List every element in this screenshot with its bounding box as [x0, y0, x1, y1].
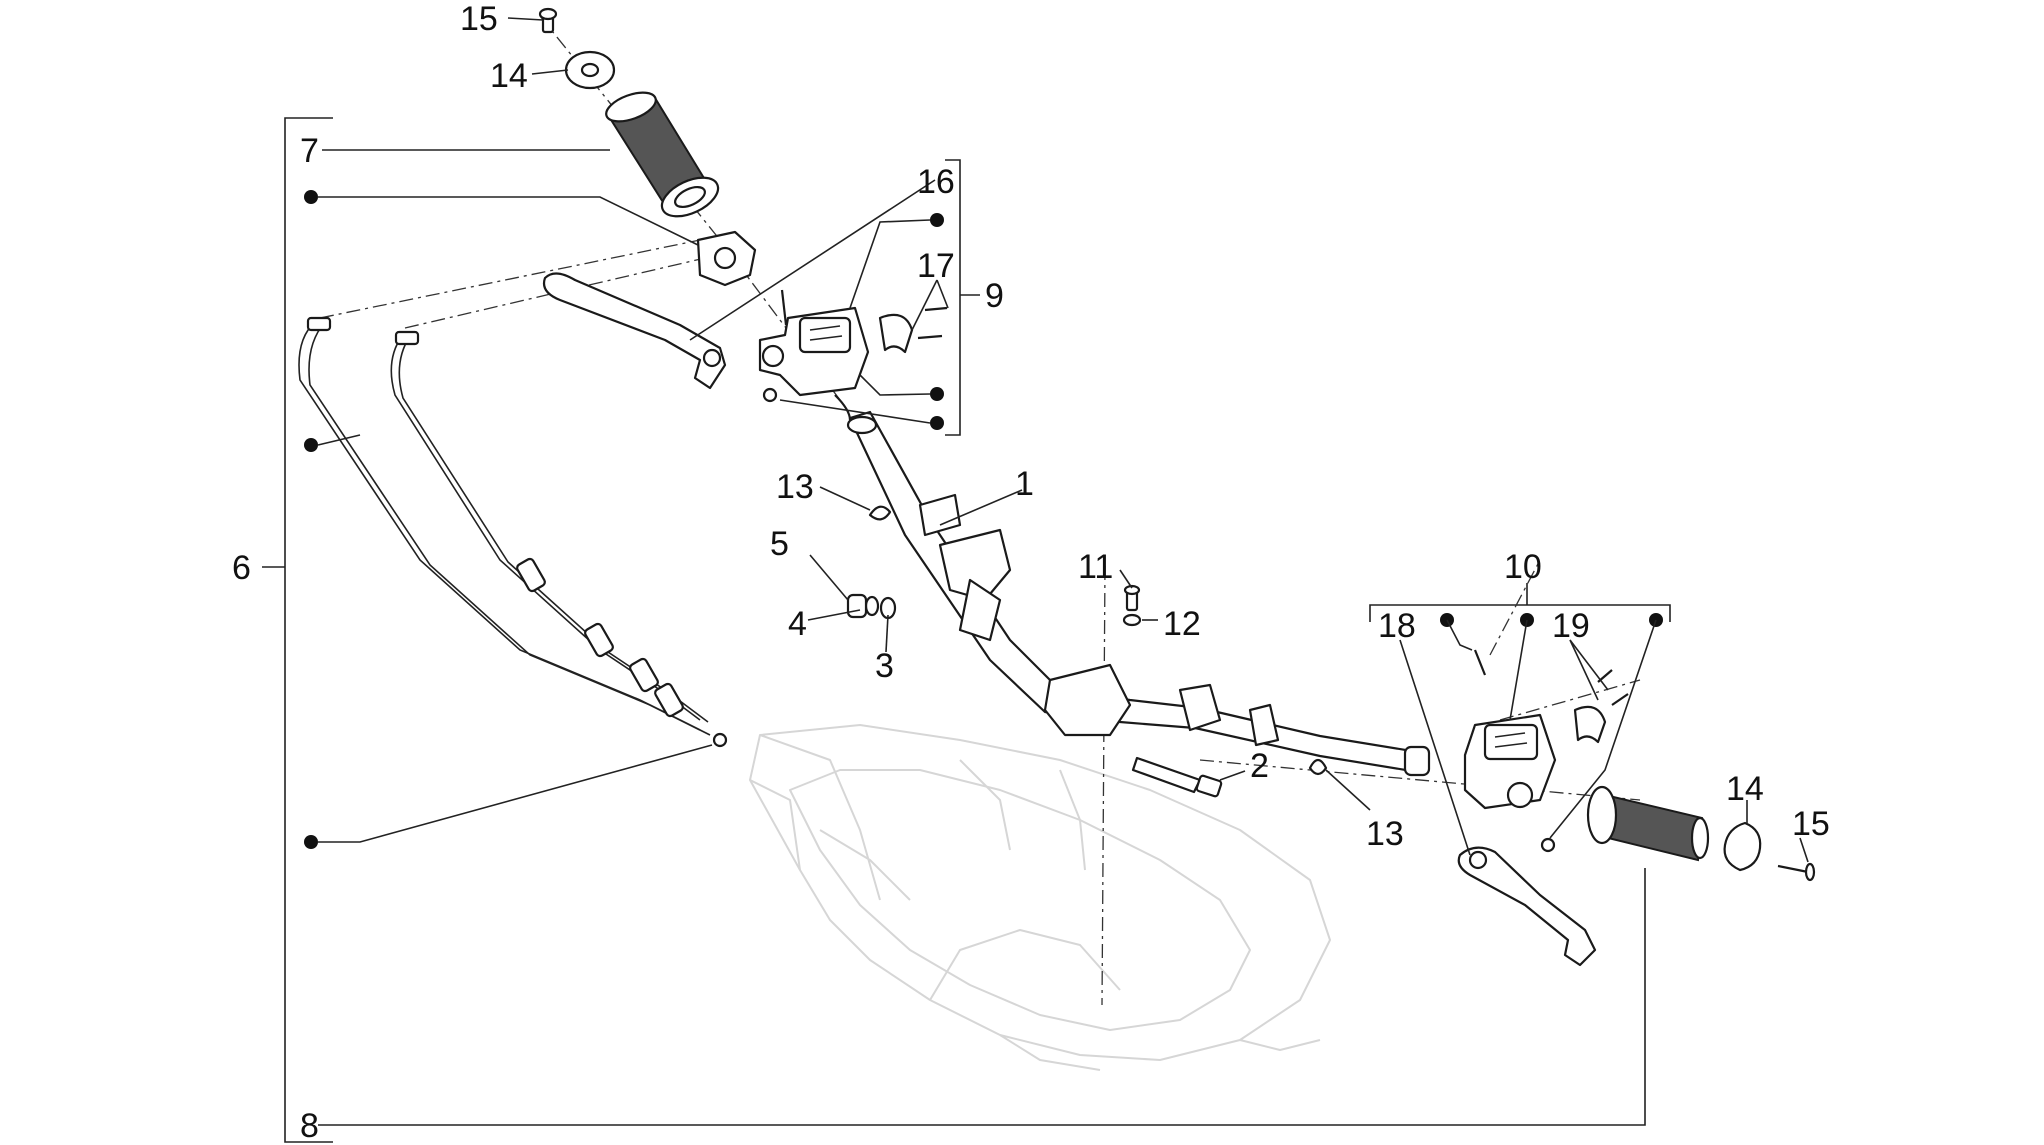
- assembly-axes: [319, 15, 1641, 1006]
- clip-part-13-left: [868, 505, 892, 521]
- callout-8: 8: [300, 1107, 319, 1145]
- kit-dot-marker-icon: [930, 387, 944, 401]
- callout-10: 10: [1504, 548, 1542, 586]
- screw-part-11: [1123, 584, 1141, 612]
- washer-part-12: [1122, 613, 1142, 627]
- callout-18: 18: [1378, 607, 1416, 645]
- callout-16: 16: [917, 163, 955, 201]
- handlebar: [846, 410, 1431, 777]
- kit-bracket-10: [1369, 583, 1671, 622]
- leader-lines: [317, 17, 1809, 1126]
- clamp-bolts-part-17: [917, 306, 948, 340]
- bolt-part-2: [1131, 756, 1223, 798]
- kit-dot-marker-icon: [930, 416, 944, 430]
- kit-bracket-6: [262, 117, 333, 1143]
- right-master-cylinder-nut: [1540, 837, 1556, 853]
- callout-6: 6: [232, 549, 251, 587]
- clip-part-13-right: [1308, 758, 1328, 776]
- clamp-part-19: [1573, 705, 1607, 744]
- callout-19: 19: [1552, 607, 1590, 645]
- callout-17: 17: [917, 247, 955, 285]
- callout-13-right: 13: [1366, 815, 1404, 853]
- screw-part-15-right: [1777, 862, 1816, 882]
- right-master-cylinder-bolt: [1473, 649, 1487, 676]
- master-cylinder-nut: [762, 387, 778, 403]
- callout-11: 11: [1078, 548, 1113, 586]
- callout-12: 12: [1163, 605, 1201, 643]
- screw-part-15-left: [538, 7, 558, 34]
- spacer-part-5: [846, 593, 868, 619]
- callout-4: 4: [788, 605, 807, 643]
- callout-14-left: 14: [490, 57, 528, 95]
- callout-13-left: 13: [776, 468, 814, 506]
- callout-7: 7: [300, 132, 319, 170]
- kit-dot-marker-icon: [304, 835, 318, 849]
- right-lever-part-18: [1457, 846, 1597, 967]
- end-cap-part-14-right: [1723, 821, 1762, 872]
- callout-5: 5: [770, 525, 789, 563]
- washer-part-4: [864, 595, 880, 617]
- callout-14-right: 14: [1726, 770, 1764, 808]
- kit-dot-markers: [304, 190, 1663, 849]
- kit-dot-marker-icon: [304, 438, 318, 452]
- master-cylinder-right: [1463, 713, 1557, 810]
- master-cylinder-bolt: [780, 289, 788, 326]
- left-lever-part-16: [542, 272, 727, 390]
- end-cap-part-14-left: [564, 50, 616, 90]
- throttle-cables-part-8: [298, 316, 728, 748]
- clamp-part-17: [878, 313, 914, 354]
- callout-9: 9: [985, 277, 1004, 315]
- left-grip-part-7: [605, 91, 720, 218]
- kit-dot-marker-icon: [304, 190, 318, 204]
- master-cylinder-hose: [834, 394, 852, 421]
- callout-1: 1: [1015, 465, 1034, 503]
- callout-15-right: 15: [1792, 805, 1830, 843]
- callout-15-left: 15: [460, 0, 498, 38]
- right-grip: [1586, 785, 1710, 862]
- kit-bracket-9: [945, 159, 980, 436]
- kit-dot-marker-icon: [930, 213, 944, 227]
- callout-3: 3: [875, 647, 894, 685]
- master-cylinder-left: [758, 306, 870, 397]
- ghost-scooter-body: [749, 724, 1331, 1071]
- left-lever-bracket: [696, 230, 757, 287]
- callout-labels: 1 2 3 4 5 6 7 8 9 10 11 12 13 13 14 14 1…: [232, 0, 1830, 1145]
- callout-2: 2: [1250, 747, 1269, 785]
